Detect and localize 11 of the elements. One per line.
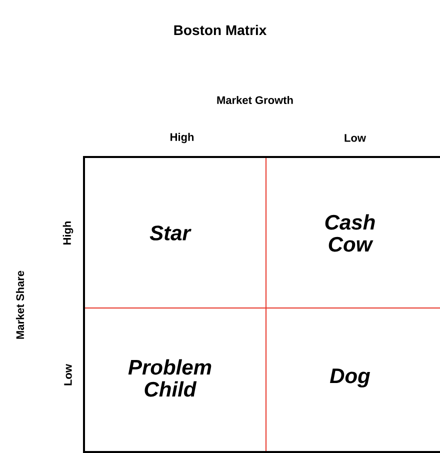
axis-label: Market Share — [16, 270, 24, 339]
quadrant-label: Cash Cow — [325, 214, 375, 252]
quadrant-label: Problem Child — [128, 359, 212, 397]
axis-label: Market Growth — [217, 96, 293, 104]
axis-label: High — [170, 132, 194, 144]
quadrant-label: Star — [150, 226, 192, 240]
axis-label: Low — [64, 364, 72, 386]
axis-label: Low — [344, 134, 366, 142]
quadrant-label: Dog — [330, 368, 370, 388]
title: Boston Matrix — [174, 24, 267, 36]
axis-label: High — [62, 221, 74, 244]
